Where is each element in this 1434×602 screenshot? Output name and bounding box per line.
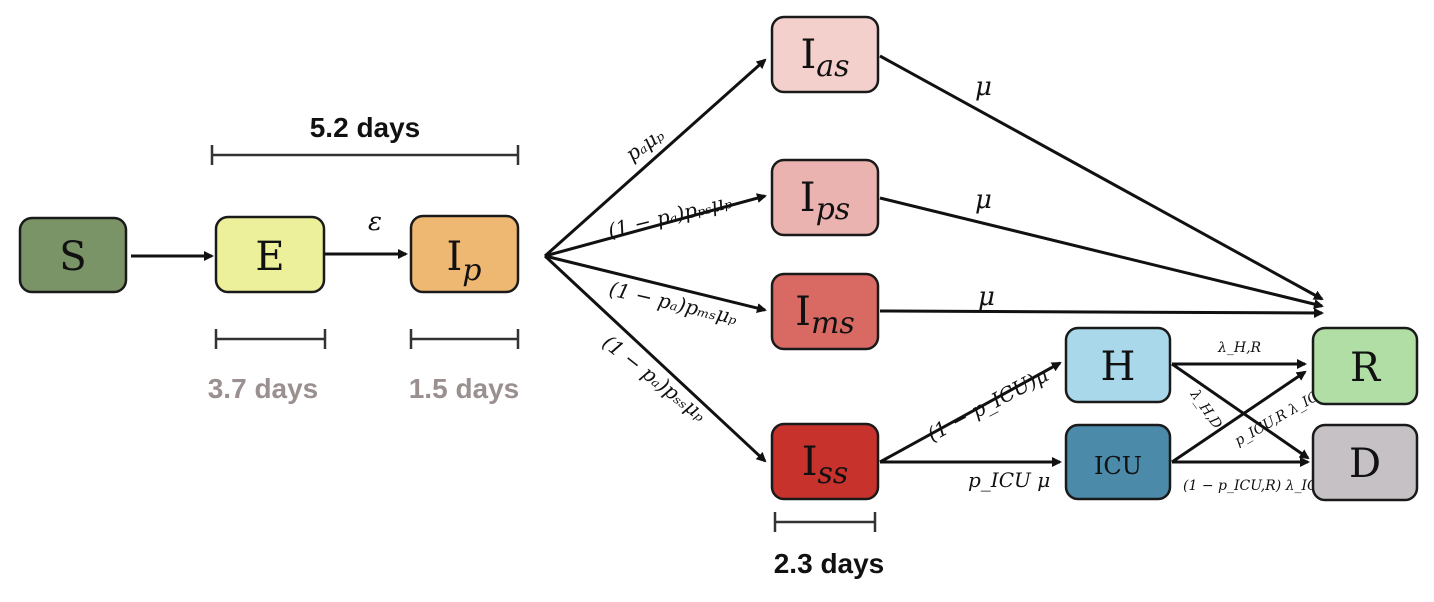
edge-ip-ips	[544, 193, 767, 258]
node-s: S	[18, 216, 128, 294]
svg-text:R: R	[1350, 345, 1382, 391]
edge-icu-r	[1171, 370, 1307, 464]
duration-label-5-2: 5.2 days	[310, 112, 421, 143]
rate-pa-mup: pₐμₚ	[621, 122, 669, 166]
edge-ip-ims	[544, 254, 767, 313]
node-d: D	[1311, 423, 1419, 502]
svg-text:Ims: Ims	[795, 289, 855, 341]
rate-icu: p_ICU μ	[968, 468, 1050, 492]
node-e: E	[214, 215, 326, 294]
node-ims: Ims	[770, 272, 880, 351]
node-ip: Ip	[409, 214, 520, 294]
duration-bar-3-7	[214, 329, 327, 349]
rate-mu-ps: μ	[975, 185, 992, 215]
svg-text:D: D	[1349, 441, 1381, 487]
rate-lambda-hd: λ_H,D	[1186, 386, 1225, 432]
rate-mu-as: μ	[975, 72, 992, 102]
duration-label-2-3: 2.3 days	[774, 548, 885, 579]
svg-text:ICU: ICU	[1094, 452, 1142, 480]
svg-text:S: S	[59, 234, 86, 280]
duration-label-1-5: 1.5 days	[409, 373, 520, 404]
svg-text:Ips: Ips	[800, 175, 850, 227]
duration-label-3-7: 3.7 days	[208, 373, 319, 404]
node-iss: Iss	[770, 422, 880, 501]
svg-text:Ip: Ip	[446, 234, 481, 288]
svg-text:Iss: Iss	[802, 439, 849, 491]
edge-ips-r	[879, 196, 1324, 309]
edge-ims-r	[879, 307, 1324, 318]
edge-ip-ias	[544, 58, 767, 258]
node-ias: Ias	[770, 15, 880, 94]
svg-text:Ias: Ias	[800, 32, 849, 84]
rate-ms: (1 − pₐ)pₘₛμₚ	[607, 276, 740, 329]
edge-iss-h	[879, 361, 1062, 464]
rate-h: (1 − p_ICU)μ	[923, 362, 1052, 446]
node-icu: ICU	[1064, 423, 1172, 501]
rate-ss: (1 − pₐ)pₛₛμₚ	[598, 330, 712, 426]
edge-h-d	[1171, 362, 1310, 460]
edge-ias-r	[879, 54, 1324, 301]
node-r: R	[1311, 326, 1419, 406]
duration-bar-1-5	[409, 329, 520, 349]
rate-mu-ms: μ	[978, 282, 995, 312]
svg-text:E: E	[255, 234, 284, 280]
duration-bar-5-2	[210, 145, 520, 165]
node-ips: Ips	[770, 158, 880, 237]
rate-ps: (1 − pₐ)pₚₛμₚ	[605, 189, 734, 243]
node-h: H	[1064, 326, 1172, 404]
svg-text:H: H	[1101, 344, 1136, 390]
rate-lambda-hr: λ_H,R	[1217, 340, 1262, 356]
duration-bar-2-3	[773, 512, 877, 532]
rate-icu-d: (1 − p_ICU,R) λ_ICU	[1183, 478, 1331, 494]
edge-ip-iss	[543, 254, 767, 463]
rate-epsilon: ε	[368, 207, 382, 237]
